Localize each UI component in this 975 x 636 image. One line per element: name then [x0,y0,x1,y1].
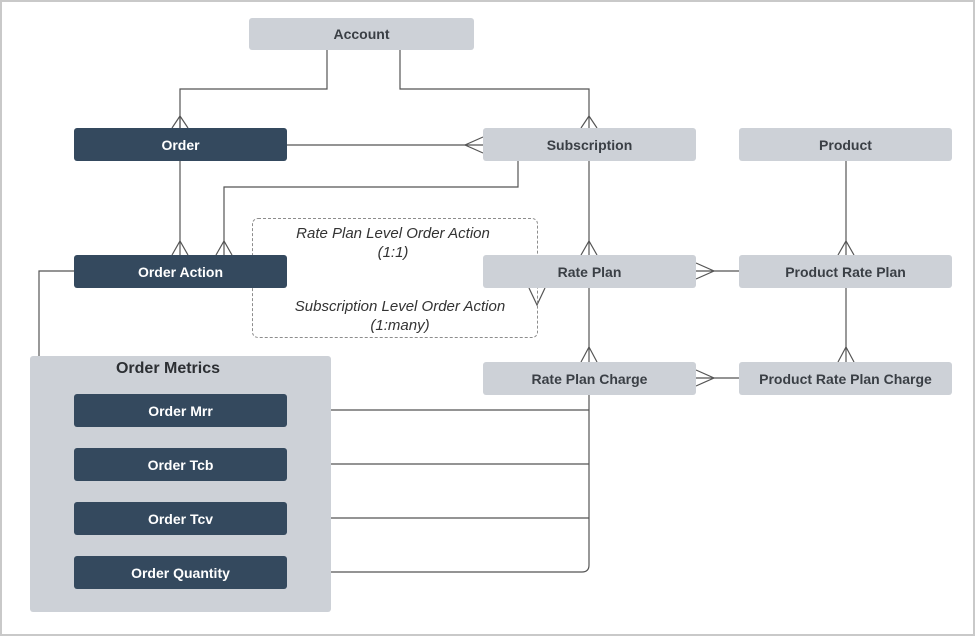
crows-foot-icon [580,114,598,129]
metric-order-tcb[interactable]: Order Tcb [74,448,287,481]
entity-rate-plan-charge[interactable]: Rate Plan Charge [483,362,696,395]
entity-product-rate-plan[interactable]: Product Rate Plan [739,255,952,288]
connector-rateplancharge-metrics-spine [287,395,590,573]
crows-foot-icon [695,369,716,387]
crows-foot-icon [215,239,233,256]
order-metrics-title: Order Metrics [115,360,221,377]
entity-product-rate-plan-charge[interactable]: Product Rate Plan Charge [739,362,952,395]
rate-plan-level-label: Rate Plan Level Order Action [296,225,490,242]
crows-foot-icon [171,114,189,129]
entity-subscription[interactable]: Subscription [483,128,696,161]
entity-rate-plan[interactable]: Rate Plan [483,255,696,288]
subscription-level-cardinality: (1:many) [370,317,430,334]
metric-order-quantity[interactable]: Order Quantity [74,556,287,589]
connector-subscription-orderaction [223,161,519,255]
rate-plan-level-cardinality: (1:1) [377,244,409,261]
crows-foot-icon [580,345,598,363]
entity-product[interactable]: Product [739,128,952,161]
entity-account[interactable]: Account [249,18,474,50]
connector-account-order [179,50,328,128]
entity-order-action[interactable]: Order Action [74,255,287,288]
connector-account-subscription [399,50,590,128]
crows-foot-icon [580,239,598,256]
crows-foot-icon [463,136,484,154]
crows-foot-icon [837,239,855,256]
metric-order-mrr[interactable]: Order Mrr [74,394,287,427]
metric-order-tcv[interactable]: Order Tcv [74,502,287,535]
subscription-level-label: Subscription Level Order Action [294,298,506,315]
crows-foot-icon [171,239,189,256]
entity-order[interactable]: Order [74,128,287,161]
crows-foot-icon [695,262,716,280]
crows-foot-icon [837,345,855,363]
